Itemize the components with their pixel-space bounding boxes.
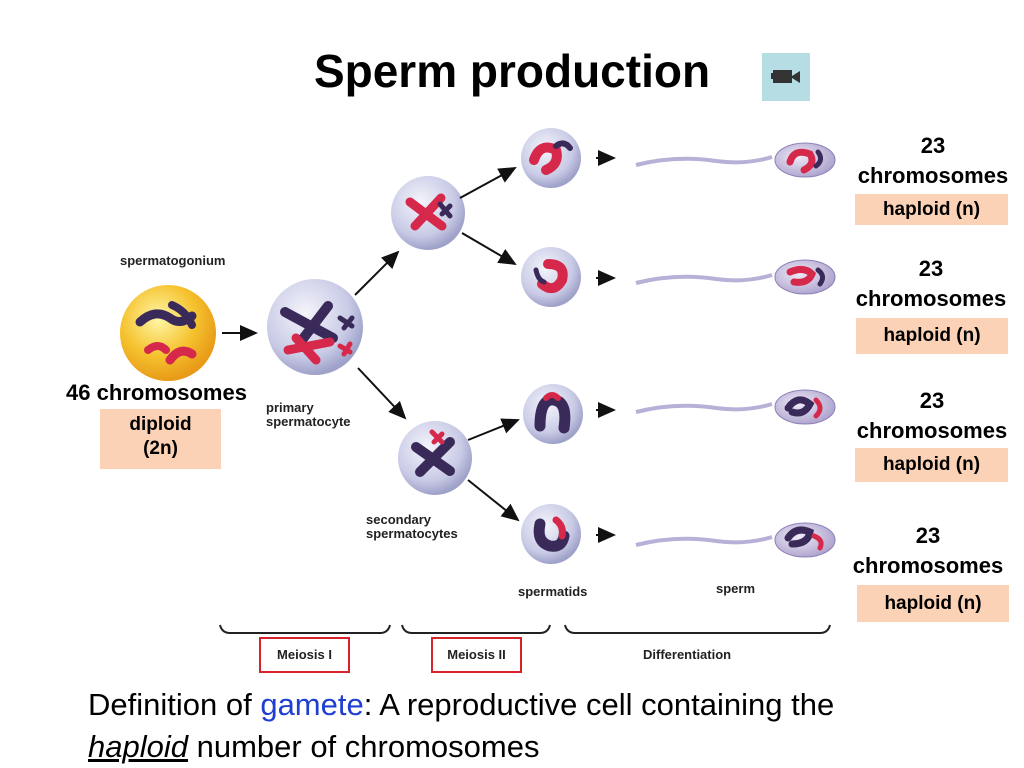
secondary-spermatocyte-cell-top	[391, 176, 465, 250]
spermatid-cell	[521, 504, 581, 564]
definition-term: gamete	[260, 687, 364, 722]
definition-suffix: number of chromosomes	[187, 729, 540, 764]
stage-differentiation: Differentiation	[643, 647, 732, 662]
video-camera-icon[interactable]	[762, 53, 810, 101]
spermatogonium-cell	[120, 285, 216, 381]
arrows	[222, 150, 616, 543]
stage-meiosis-1: Meiosis I	[259, 637, 350, 673]
spermatid-cell	[521, 128, 581, 188]
haploid-box: haploid (n)	[857, 585, 1009, 622]
spermatid-cell	[521, 247, 581, 307]
diploid-box: diploid (2n)	[100, 409, 221, 469]
stage-brackets	[219, 624, 831, 634]
label-spermatogonium: spermatogonium	[120, 253, 226, 268]
diploid-chromosome-count: 46 chromosomes	[66, 380, 247, 405]
label-secondary-spermatocytes: secondary spermatocytes	[366, 512, 458, 541]
sperm-cell	[635, 522, 836, 558]
definition-text: : A reproductive cell containing the	[363, 687, 835, 722]
haploid-box: haploid (n)	[856, 318, 1008, 354]
sperm-cell	[635, 259, 836, 295]
label-spermatids: spermatids	[518, 584, 588, 599]
haploid-box: haploid (n)	[855, 194, 1008, 225]
definition-prefix: Definition of	[88, 687, 261, 722]
definition-haploid: haploid	[88, 729, 188, 764]
sperm-cell	[635, 142, 836, 178]
label-primary-spermatocyte: primary spermatocyte	[266, 400, 351, 429]
page-title: Sperm production	[313, 45, 711, 97]
haploid-box: haploid (n)	[855, 448, 1008, 482]
spermatid-cell	[523, 384, 583, 444]
sperm-cell	[635, 389, 836, 425]
label-sperm: sperm	[716, 581, 756, 596]
primary-spermatocyte-cell	[267, 279, 363, 375]
gamete-definition: Definition of gamete: A reproductive cel…	[88, 684, 1008, 768]
secondary-spermatocyte-cell-bottom	[398, 421, 472, 495]
stage-meiosis-2: Meiosis II	[431, 637, 522, 673]
